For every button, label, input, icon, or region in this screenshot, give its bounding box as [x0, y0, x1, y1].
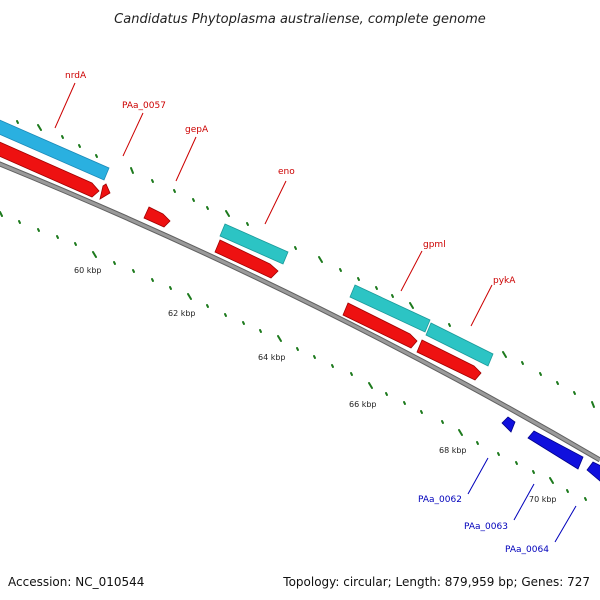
genome-backbone-shadow — [0, 161, 600, 463]
tick-label-66kbp: 66 kbp — [349, 400, 377, 409]
gene-arrow-PAa_0062[interactable] — [501, 416, 516, 433]
gene-arrow-gpml[interactable] — [342, 302, 418, 349]
tick-label-70kbp: 70 kbp — [529, 495, 557, 504]
genome-backbone — [0, 162, 600, 462]
gene-arrow-PAa_0057[interactable] — [99, 183, 111, 200]
gene-label-PAa_0063[interactable]: PAa_0063 — [464, 522, 508, 532]
tick-label-64kbp: 64 kbp — [258, 353, 286, 362]
gene-label-PAa_0062[interactable]: PAa_0062 — [418, 495, 462, 505]
genome-stats-text: Topology: circular; Length: 879,959 bp; … — [282, 575, 590, 589]
tick-label-68kbp: 68 kbp — [439, 446, 467, 455]
tick-label-62kbp: 62 kbp — [168, 309, 196, 318]
gene-label-nrdA[interactable]: nrdA — [65, 71, 87, 81]
inner-tick-marks — [0, 211, 587, 501]
red-leader-lines — [54, 82, 493, 327]
gene-arrow-nrdA[interactable] — [0, 140, 100, 198]
gene-arrow-pykA[interactable] — [416, 339, 482, 381]
gene-label-PAa_0064[interactable]: PAa_0064 — [505, 545, 549, 555]
gene-label-gepA[interactable]: gepA — [185, 125, 209, 135]
cds-bar-eno[interactable] — [219, 223, 289, 265]
accession-text: Accession: NC_010544 — [8, 575, 144, 589]
tick-label-60kbp: 60 kbp — [74, 266, 102, 275]
gene-arrow-gepA[interactable] — [143, 206, 171, 228]
cds-bar-gpml[interactable] — [349, 284, 431, 333]
gene-arrow-eno[interactable] — [214, 239, 279, 279]
cds-bar-pykA[interactable] — [425, 322, 494, 367]
gene-label-PAa_0057[interactable]: PAa_0057 — [122, 101, 166, 111]
gene-arrow-PAa_0064[interactable] — [586, 461, 600, 482]
cds-bar-nrdA[interactable] — [0, 118, 110, 181]
gene-label-gpml[interactable]: gpml — [423, 240, 446, 250]
gene-arrow-PAa_0063[interactable] — [527, 430, 584, 470]
outer-tick-marks — [16, 120, 595, 408]
gene-label-pykA[interactable]: pykA — [493, 276, 516, 286]
gene-label-eno[interactable]: eno — [278, 167, 295, 177]
blue-leader-lines — [467, 457, 577, 543]
map-title: Candidatus Phytoplasma australiense, com… — [114, 12, 486, 27]
